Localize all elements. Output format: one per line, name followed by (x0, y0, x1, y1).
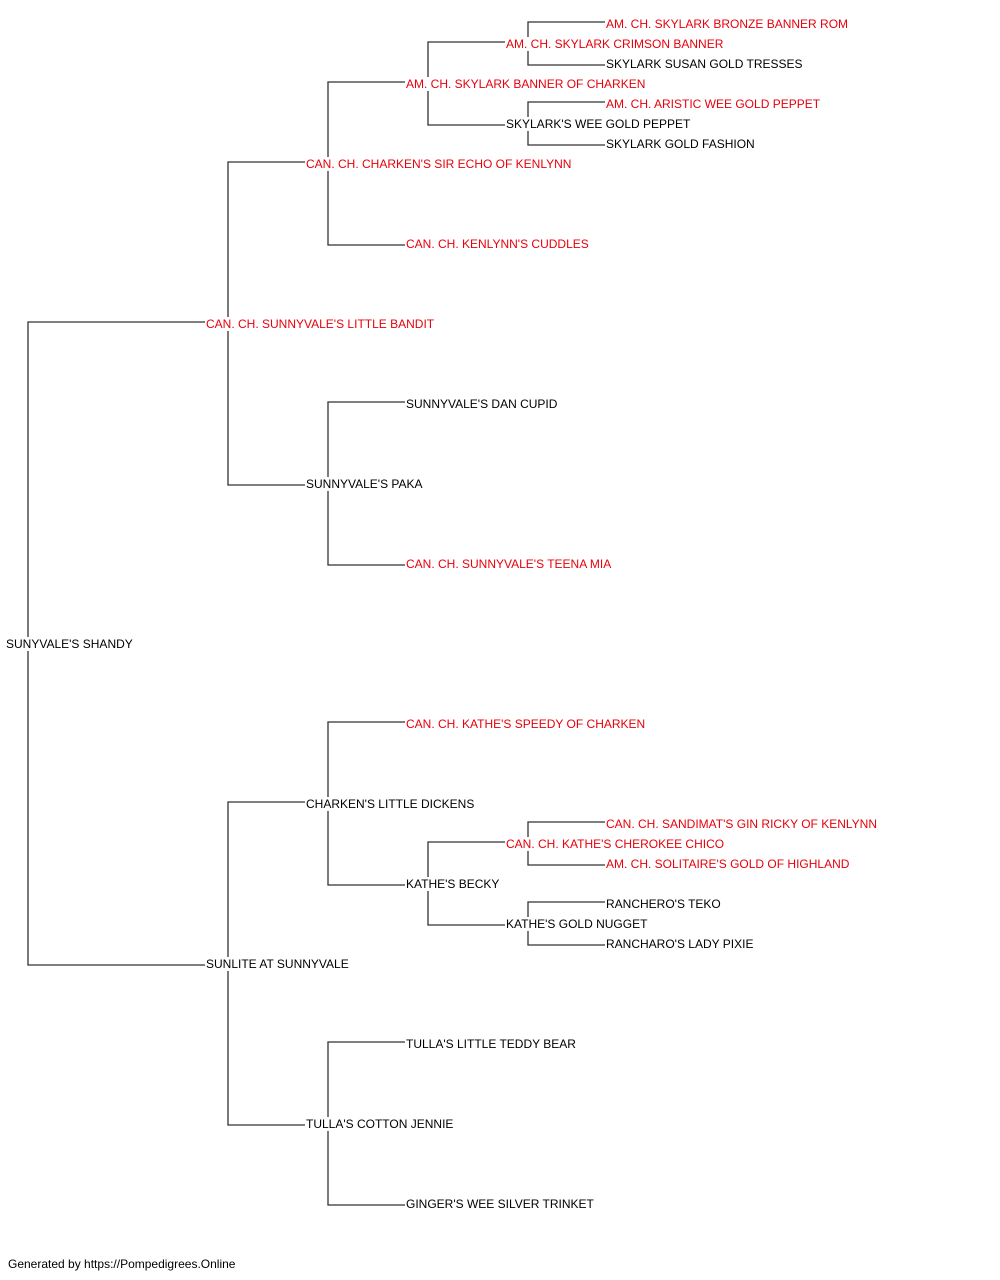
ds-sire-name: CAN. CH. KATHE'S SPEEDY OF CHARKEN (406, 717, 646, 731)
sd-sire-name: SUNNYVALE'S DAN CUPID (406, 397, 558, 411)
generated-by-credit: Generated by https://Pompedigrees.Online (8, 1257, 236, 1271)
dsd-sire-name: CAN. CH. KATHE'S CHEROKEE CHICO (506, 837, 725, 851)
dsdd-sire-name: RANCHERO'S TEKO (606, 897, 721, 911)
ss-sire-name: AM. CH. SKYLARK BANNER OF CHARKEN (406, 77, 646, 91)
ss-dam-name: CAN. CH. KENLYNN'S CUDDLES (406, 237, 589, 251)
ds-dam-name: KATHE'S BECKY (406, 877, 500, 891)
sssd-sire-name: AM. CH. ARISTIC WEE GOLD PEPPET (606, 97, 821, 111)
dsd-dam-name: KATHE'S GOLD NUGGET (506, 917, 648, 931)
sd-dam-name: CAN. CH. SUNNYVALE'S TEENA MIA (406, 557, 612, 571)
sssd-dam-name: SKYLARK GOLD FASHION (606, 137, 755, 151)
dam-sire-name: CHARKEN'S LITTLE DICKENS (306, 797, 475, 811)
sss-dam-name: SKYLARK'S WEE GOLD PEPPET (506, 117, 691, 131)
dam-name: SUNLITE AT SUNNYVALE (206, 957, 349, 971)
dsdd-dam-name: RANCHARO'S LADY PIXIE (606, 937, 754, 951)
sire-dam-name: SUNNYVALE'S PAKA (306, 477, 423, 491)
dsds-sire-name: CAN. CH. SANDIMAT'S GIN RICKY OF KENLYNN (606, 817, 877, 831)
subject-name: SUNYVALE'S SHANDY (6, 637, 133, 651)
dd-dam-name: GINGER'S WEE SILVER TRINKET (406, 1197, 594, 1211)
dam-dam-name: TULLA'S COTTON JENNIE (306, 1117, 454, 1131)
sire-name: CAN. CH. SUNNYVALE'S LITTLE BANDIT (206, 317, 435, 331)
dsds-dam-name: AM. CH. SOLITAIRE'S GOLD OF HIGHLAND (606, 857, 850, 871)
sire-sire-name: CAN. CH. CHARKEN'S SIR ECHO OF KENLYNN (306, 157, 572, 171)
sss-sire-name: AM. CH. SKYLARK CRIMSON BANNER (506, 37, 724, 51)
dd-sire-name: TULLA'S LITTLE TEDDY BEAR (406, 1037, 576, 1051)
ssss-sire-name: AM. CH. SKYLARK BRONZE BANNER ROM (606, 17, 849, 31)
ssss-dam-name: SKYLARK SUSAN GOLD TRESSES (606, 57, 803, 71)
